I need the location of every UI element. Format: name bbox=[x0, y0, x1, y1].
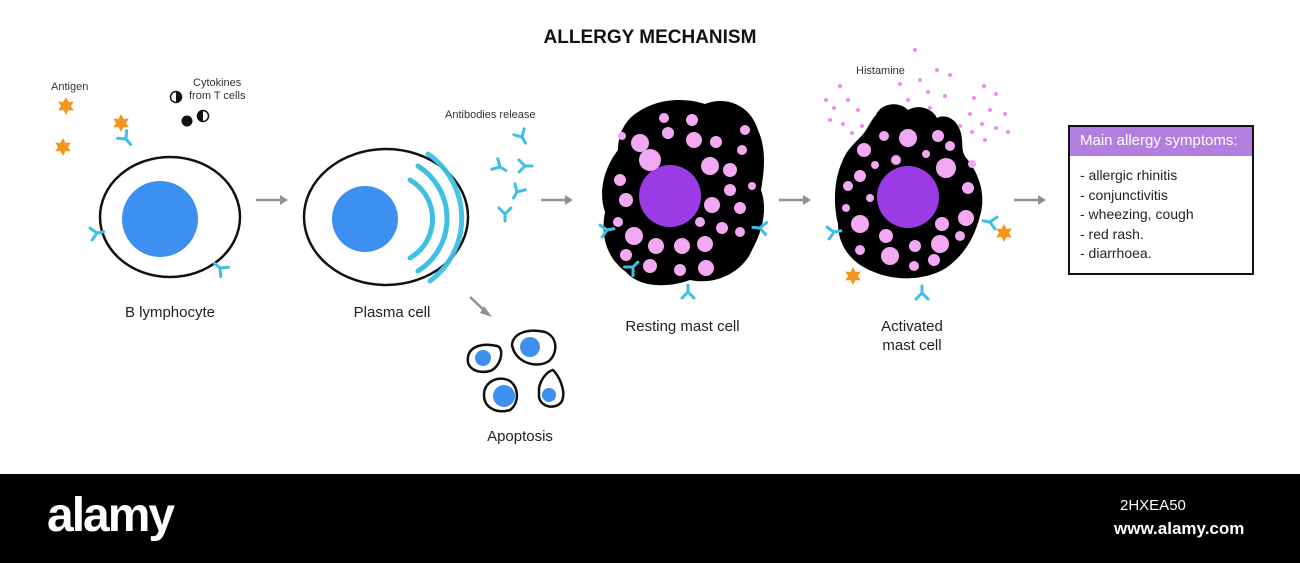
mast-cell-label: mast cell bbox=[882, 337, 942, 354]
activated-label: Activated bbox=[881, 318, 943, 335]
arrow-icon bbox=[777, 193, 813, 207]
antibodies-release-label: Antibodies release bbox=[445, 109, 536, 121]
symptom-item: - wheezing, cough bbox=[1080, 206, 1194, 222]
apoptosis-arrow-icon bbox=[469, 296, 492, 317]
arrow-icon bbox=[254, 193, 290, 207]
cytokine-icon bbox=[169, 90, 183, 104]
antibody-icon bbox=[512, 127, 533, 148]
antigen-label: Antigen bbox=[51, 81, 89, 93]
alamy-logo: alamy bbox=[47, 489, 175, 542]
page-title: ALLERGY MECHANISM bbox=[543, 27, 757, 48]
watermark-footer bbox=[0, 474, 1300, 563]
symptom-item: - allergic rhinitis bbox=[1080, 167, 1178, 183]
plasma-cell-label: Plasma cell bbox=[353, 304, 431, 321]
apoptotic-cells bbox=[466, 329, 565, 413]
histamine-particles bbox=[824, 48, 1010, 142]
arrow-icon bbox=[539, 193, 575, 207]
antibody-icon bbox=[506, 182, 527, 203]
apoptosis-label: Apoptosis bbox=[487, 428, 553, 445]
symptom-item: - conjunctivitis bbox=[1080, 186, 1168, 203]
image-id: 2HXEA50 bbox=[1120, 497, 1186, 514]
symptoms-box: Main allergy symptoms: - allergic rhinit… bbox=[1068, 125, 1254, 275]
plasma-cell bbox=[302, 147, 470, 287]
antibody-icon bbox=[490, 157, 511, 178]
b-lymphocyte-label: B lymphocyte bbox=[124, 304, 216, 321]
cytokines-source-label: from T cells bbox=[189, 90, 246, 102]
antigen-icon bbox=[58, 97, 74, 115]
diagram-svg bbox=[55, 48, 1048, 413]
resting-mast-cell-label: Resting mast cell bbox=[625, 318, 740, 335]
symptoms-list: - allergic rhinitis - conjunctivitis - w… bbox=[1070, 166, 1252, 264]
arrow-icon bbox=[1012, 193, 1048, 207]
resting-mast-cell bbox=[598, 100, 769, 300]
activated-mast-cell bbox=[825, 104, 999, 301]
symptoms-heading: Main allergy symptoms: bbox=[1070, 127, 1252, 156]
site-url: www.alamy.com bbox=[1114, 519, 1245, 538]
antibody-icon bbox=[517, 158, 534, 174]
cytokine-icon bbox=[181, 109, 210, 127]
antigen-icon bbox=[996, 224, 1012, 242]
diagram-canvas: ALLERGY MECHANISM Antigen Cytokines from… bbox=[51, 27, 1254, 445]
histamine-label: Histamine bbox=[856, 65, 905, 77]
antigen-icon bbox=[55, 138, 71, 156]
cytokines-label: Cytokines bbox=[193, 77, 242, 89]
symptom-item: - diarrhoea. bbox=[1080, 245, 1152, 261]
b-lymphocyte-cell bbox=[88, 129, 242, 279]
symptom-item: - red rash. bbox=[1080, 225, 1144, 242]
antigen-icon bbox=[845, 267, 861, 285]
antibody-icon bbox=[497, 206, 513, 223]
